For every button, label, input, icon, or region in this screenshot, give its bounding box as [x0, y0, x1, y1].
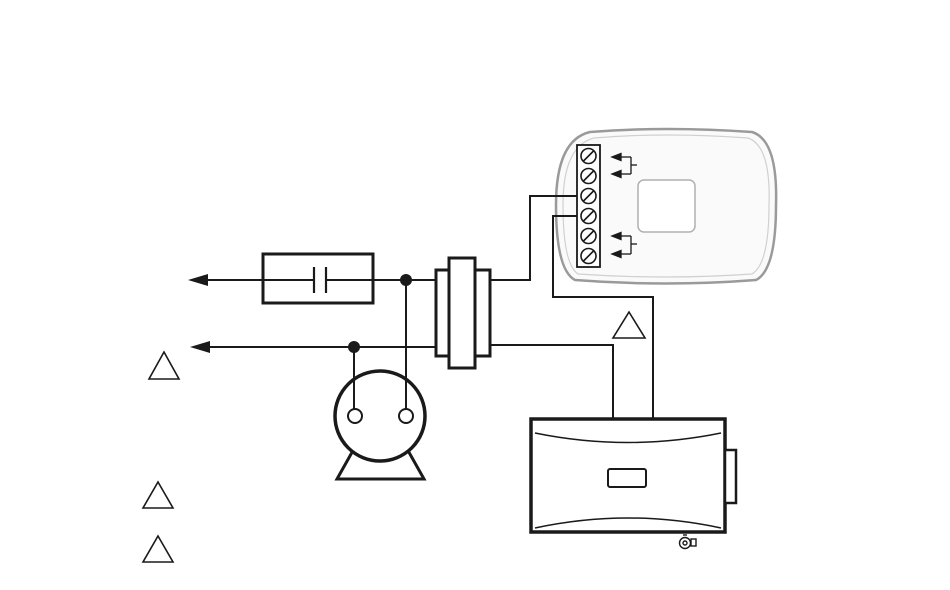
relay-coil-block — [436, 258, 490, 368]
warning-triangle-icon — [143, 536, 173, 562]
warning-triangle-icon — [143, 482, 173, 508]
controller-knob-icon — [680, 535, 697, 549]
terminal-screw-2 — [581, 169, 596, 184]
terminal-screw-6 — [581, 249, 596, 264]
controller-display — [608, 469, 646, 487]
motor-terminal-left — [348, 409, 362, 423]
relay-to-controller-wire — [490, 345, 613, 420]
warning-triangle-icon — [613, 312, 645, 338]
warning-triangle-icon — [149, 352, 179, 379]
controller-side-tab — [725, 450, 736, 503]
upper-output-arrow — [188, 274, 208, 286]
pump-motor — [335, 290, 425, 479]
terminal-screw-5 — [581, 229, 596, 244]
controller-module — [531, 419, 736, 549]
thermostat — [556, 129, 776, 284]
lower-output-arrow — [190, 341, 210, 353]
terminal-screw-4 — [581, 209, 596, 224]
junction-dot-upper — [400, 274, 412, 286]
motor-terminal-right — [399, 409, 413, 423]
terminal-screw-1 — [581, 149, 596, 164]
terminal-screw-3 — [581, 189, 596, 204]
thermostat-display — [638, 180, 695, 232]
capacitor-box — [263, 254, 373, 303]
terminal-strip — [577, 145, 600, 267]
